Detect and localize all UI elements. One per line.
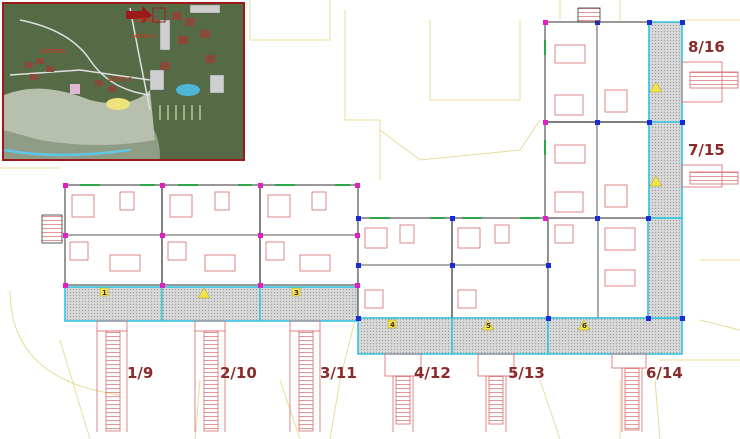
entry-number-5: 5 [486,322,491,330]
entry-number-6: 6 [582,322,587,330]
stair-2-10 [194,320,226,432]
unit-label-7-15: 7/15 [688,141,725,159]
unit-label-4-12: 4/12 [414,364,451,382]
lot-label-a: LOTTO A [132,34,156,40]
entry-numbers: 1 3 4 5 6 [102,289,587,330]
external-stairs [41,7,739,432]
lot-label-m: LOTTO M [40,49,65,55]
lot-label-c: LOTTO C [108,77,132,83]
entry-number-1: 1 [102,289,107,297]
stair-7-15 [681,164,739,188]
columns [63,20,685,321]
inset-site-map: LOTTO D LOTTO A LOTTO M LOTTO C [2,2,245,161]
unit-labels: 1/9 2/10 3/11 4/12 5/13 6/14 7/15 8/16 [127,38,725,382]
left-wing [64,184,359,322]
unit-label-1-9: 1/9 [127,364,153,382]
entry-number-3: 3 [294,289,299,297]
windows [80,40,546,219]
stair-4-12 [384,353,422,432]
stair-1-9 [96,320,128,432]
stair-6-14 [611,353,647,432]
unit-label-8-16: 8/16 [688,38,725,56]
unit-label-5-13: 5/13 [508,364,545,382]
unit-label-2-10: 2/10 [220,364,257,382]
entry-number-4: 4 [390,321,395,329]
middle-wing [357,217,549,355]
right-tower [544,21,683,219]
stair-5-13 [477,353,515,432]
stair-3-11 [289,320,321,432]
entry-markers [99,81,663,331]
stair-8-16 [681,61,739,103]
unit-label-6-14: 6/14 [646,364,683,382]
lot-label-d: LOTTO D [134,18,158,24]
interior-fixtures [69,44,636,309]
location-arrow-icon [126,6,152,24]
unit-label-3-11: 3/11 [320,364,357,382]
